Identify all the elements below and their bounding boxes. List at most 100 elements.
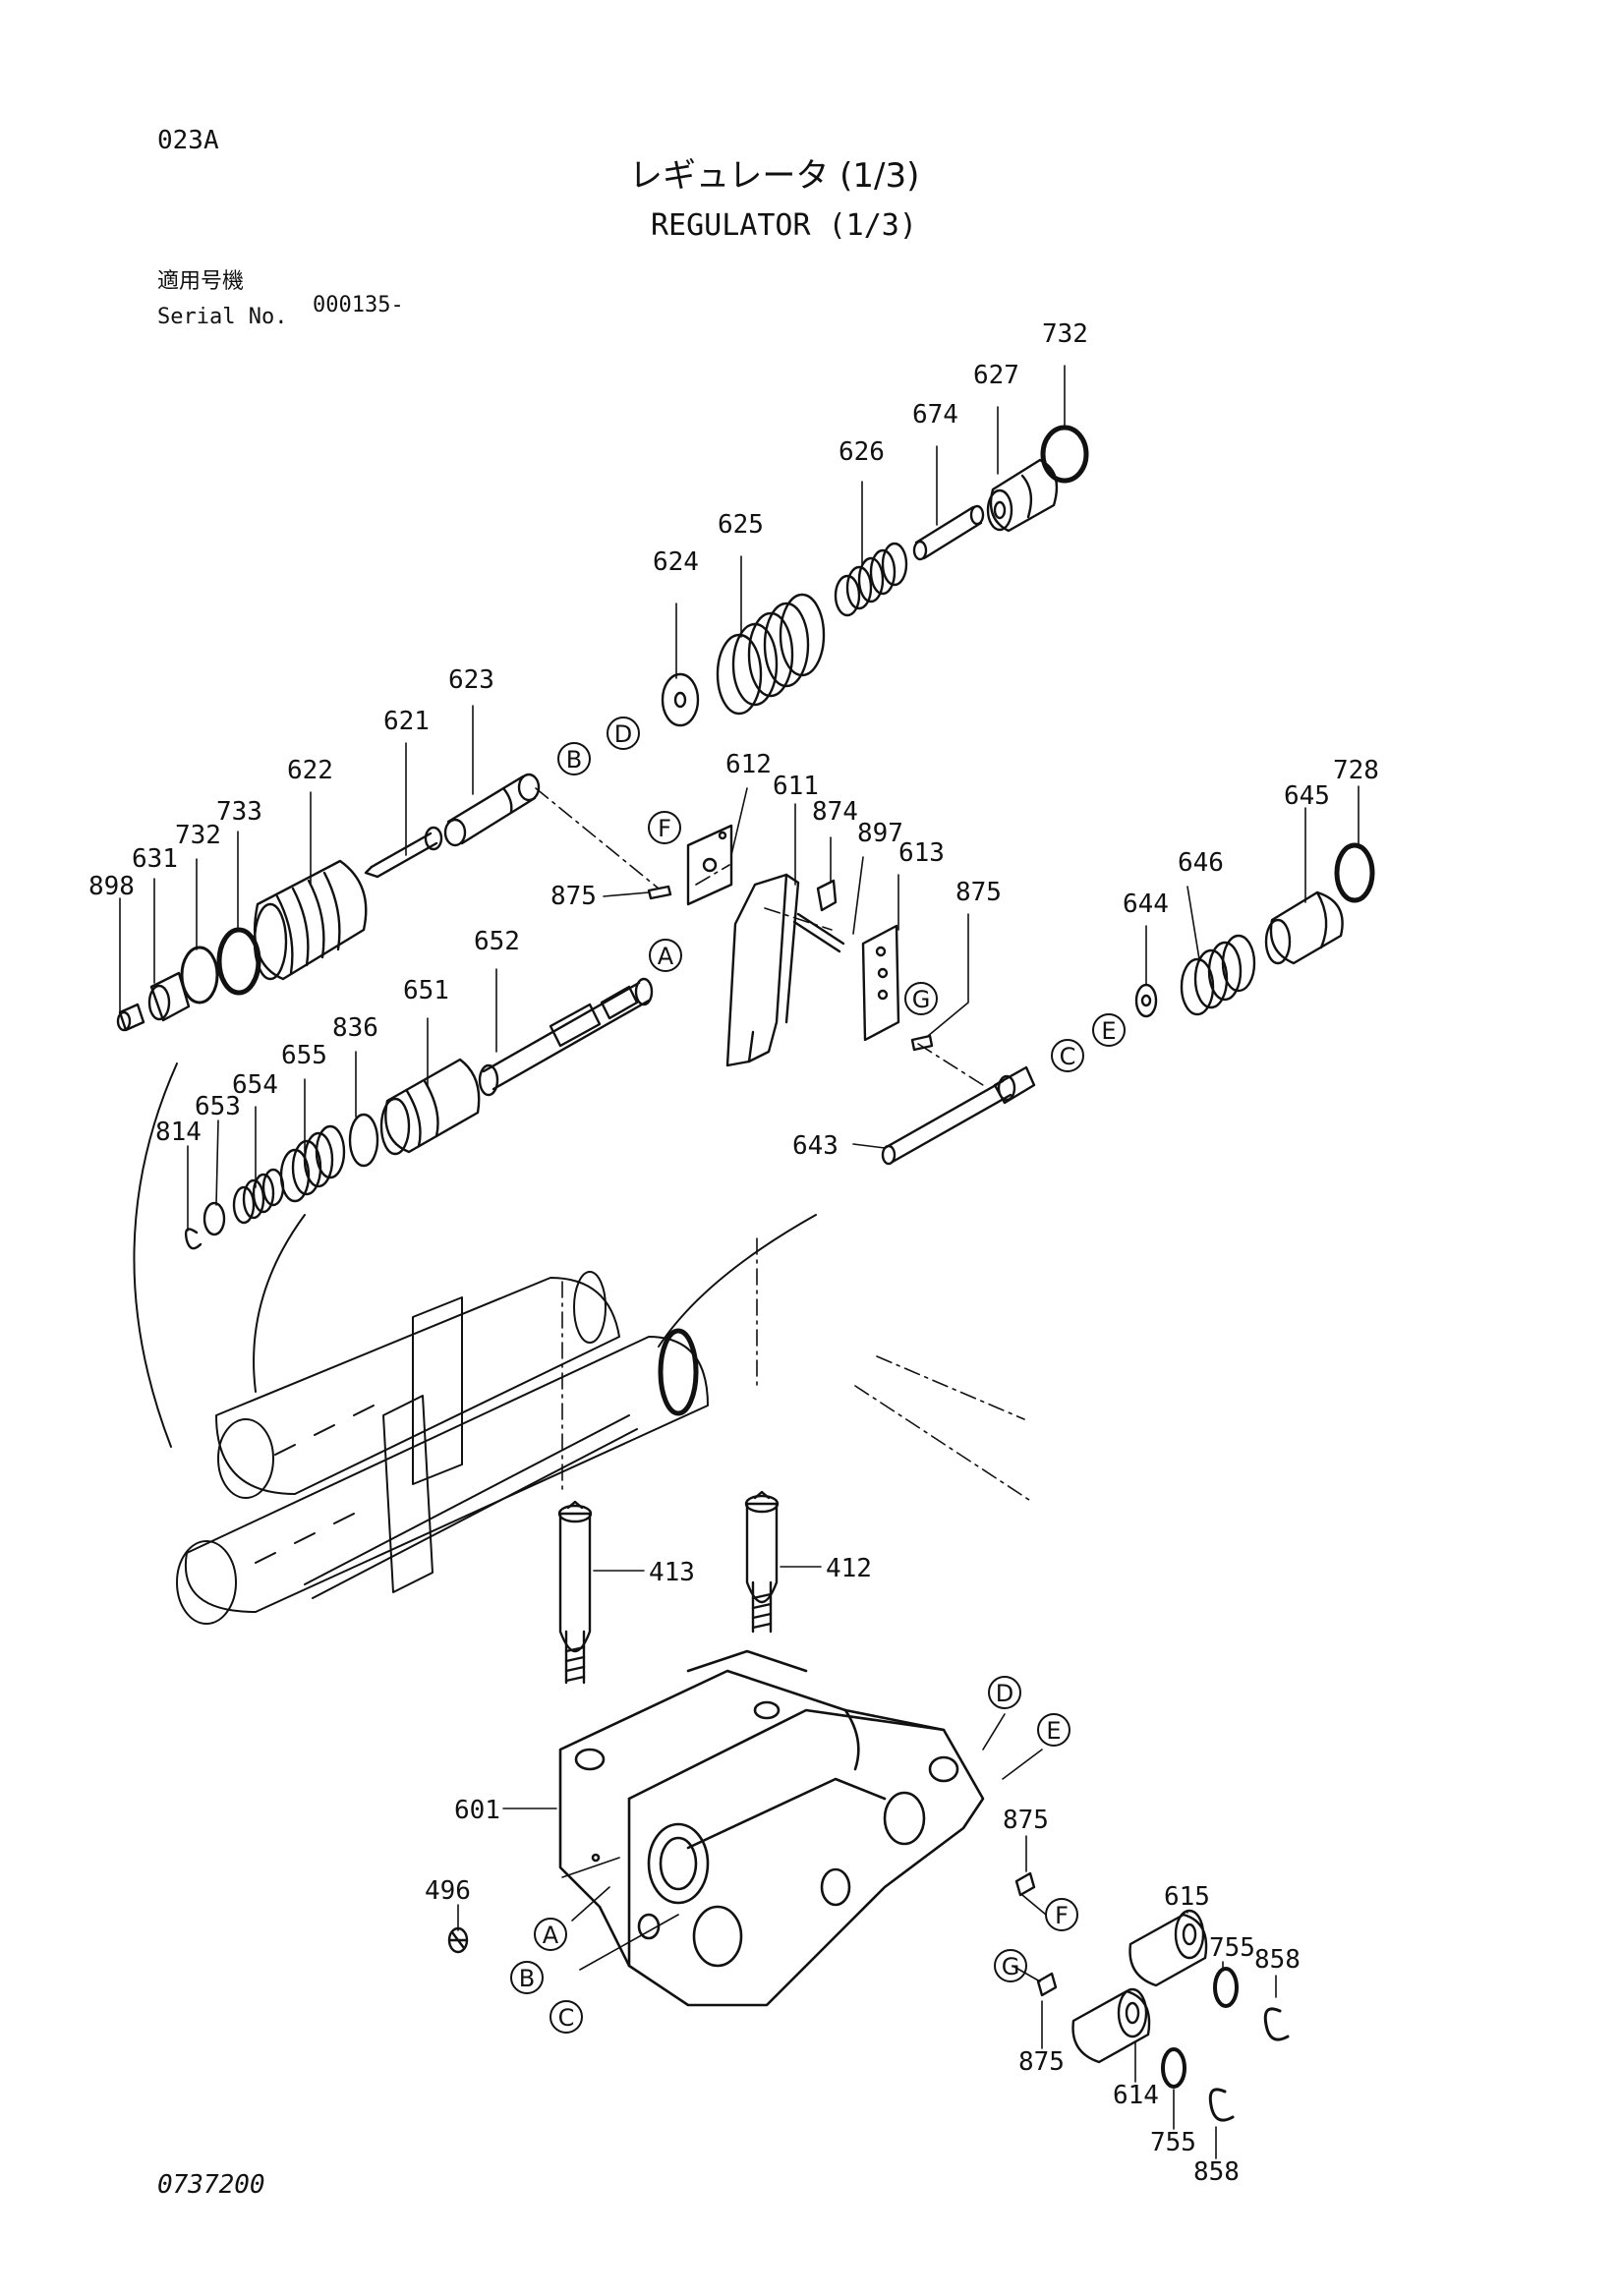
callout-875-upper-left: 875 xyxy=(550,882,597,911)
part-653-seat xyxy=(202,1201,226,1236)
part-732-oring xyxy=(1040,425,1089,484)
callout-611: 611 xyxy=(773,772,819,801)
part-652-spool xyxy=(478,977,654,1097)
serial-label-english: Serial No. xyxy=(157,305,288,329)
part-601-body xyxy=(558,1649,985,2007)
callout-728: 728 xyxy=(1333,756,1379,785)
part-614-plug xyxy=(1071,1987,1151,2064)
ref-letter-b-upper: B xyxy=(566,746,582,774)
callout-897: 897 xyxy=(857,819,903,848)
callout-614: 614 xyxy=(1113,2081,1159,2110)
part-413-bolt xyxy=(557,1500,593,1685)
callout-622: 622 xyxy=(287,756,333,785)
callout-732-top: 732 xyxy=(1042,319,1088,349)
ref-letter-a-upper: A xyxy=(658,943,674,970)
part-674-pin xyxy=(912,504,985,561)
callout-612: 612 xyxy=(725,750,772,779)
callout-644: 644 xyxy=(1123,890,1169,919)
part-898-pin xyxy=(116,1003,145,1032)
callout-836: 836 xyxy=(332,1013,378,1043)
callout-858-lower: 858 xyxy=(1193,2157,1240,2187)
ref-letter-c-body: C xyxy=(558,2004,575,2032)
part-623-sleeve xyxy=(443,773,541,847)
part-654-spring xyxy=(232,1168,285,1225)
ref-letter-d-upper: D xyxy=(614,720,632,748)
part-733-oring xyxy=(216,927,261,996)
serial-number-value: 000135- xyxy=(313,293,404,317)
sweep-arrow-left xyxy=(133,1062,178,1448)
callout-413: 413 xyxy=(649,1558,695,1587)
callout-627: 627 xyxy=(973,361,1019,390)
diagram-code: 023A xyxy=(157,126,219,155)
ref-letter-b-body: B xyxy=(519,1965,535,1992)
callout-654: 654 xyxy=(232,1070,278,1100)
callout-615: 615 xyxy=(1164,1882,1210,1912)
part-643-piston xyxy=(881,1065,1036,1166)
callout-732-left: 732 xyxy=(175,821,221,850)
callout-613: 613 xyxy=(898,838,945,868)
part-627-plug xyxy=(986,458,1059,533)
sweep-arrow-left-inner xyxy=(253,1214,306,1393)
part-496-plug xyxy=(447,1926,469,1954)
callout-674: 674 xyxy=(912,400,958,430)
callout-626: 626 xyxy=(839,437,885,467)
ref-letter-e-upper: E xyxy=(1101,1017,1116,1045)
part-412-bolt xyxy=(744,1490,780,1634)
ref-letter-f-upper: F xyxy=(658,815,671,842)
callout-652: 652 xyxy=(474,927,520,956)
part-874-pin xyxy=(816,879,838,912)
callout-601: 601 xyxy=(454,1796,500,1825)
ref-letter-g-upper: G xyxy=(912,986,931,1013)
part-612-lever xyxy=(686,824,733,906)
callout-624: 624 xyxy=(653,547,699,577)
callout-733: 733 xyxy=(216,797,262,827)
part-755-oring-b xyxy=(1161,2047,1186,2089)
part-814-snapring xyxy=(184,1228,202,1250)
callout-623: 623 xyxy=(448,665,494,695)
callout-653: 653 xyxy=(195,1092,241,1121)
callout-412: 412 xyxy=(826,1554,872,1583)
callout-646: 646 xyxy=(1178,848,1224,878)
part-621-piston xyxy=(364,826,443,879)
callout-645: 645 xyxy=(1284,781,1330,811)
callout-643: 643 xyxy=(792,1131,839,1161)
callout-858-upper: 858 xyxy=(1254,1945,1301,1975)
ref-letter-g-body: G xyxy=(1002,1953,1020,1980)
part-875-pin-d xyxy=(1036,1972,1058,1997)
ref-letter-d-body: D xyxy=(996,1680,1013,1707)
part-631-ring xyxy=(147,971,191,1022)
ref-letter-c-upper: C xyxy=(1060,1043,1076,1070)
part-646-spring xyxy=(1180,934,1256,1016)
assembled-regulator-view xyxy=(176,1271,709,1625)
part-626-spring xyxy=(834,542,908,617)
part-732-oring-lower xyxy=(180,946,219,1004)
title-japanese: レギュレータ (1/3) xyxy=(629,156,920,196)
title-english: REGULATOR (1/3) xyxy=(651,208,917,243)
callout-874: 874 xyxy=(812,797,858,827)
part-625-spring xyxy=(716,593,826,716)
ref-letter-f-body: F xyxy=(1055,1902,1069,1929)
callout-875-upper-right: 875 xyxy=(955,878,1002,907)
document-number: 0737200 xyxy=(157,2170,265,2200)
part-611-lever xyxy=(725,873,800,1067)
sweep-arrow-right xyxy=(658,1214,817,1348)
part-858-snapring-b xyxy=(1208,2088,1235,2122)
part-624-seat xyxy=(661,672,700,727)
part-897-pin xyxy=(792,912,845,953)
part-728-oring xyxy=(1334,842,1375,903)
callout-621: 621 xyxy=(383,707,430,736)
callout-875-body: 875 xyxy=(1003,1806,1049,1835)
serial-label-japanese: 適用号機 xyxy=(157,269,245,294)
callout-631: 631 xyxy=(132,844,178,874)
part-655-spring xyxy=(279,1124,346,1203)
part-858-snapring-a xyxy=(1263,2007,1290,2041)
part-644-seat xyxy=(1134,983,1158,1018)
callout-814: 814 xyxy=(155,1118,202,1147)
part-615-plug xyxy=(1128,1909,1208,1987)
ref-letter-a-body: A xyxy=(543,1922,559,1949)
part-875-pin-c xyxy=(1014,1871,1036,1897)
part-755-oring-a xyxy=(1213,1967,1239,2008)
callout-496: 496 xyxy=(425,1876,471,1906)
ref-letter-e-body: E xyxy=(1046,1717,1061,1745)
